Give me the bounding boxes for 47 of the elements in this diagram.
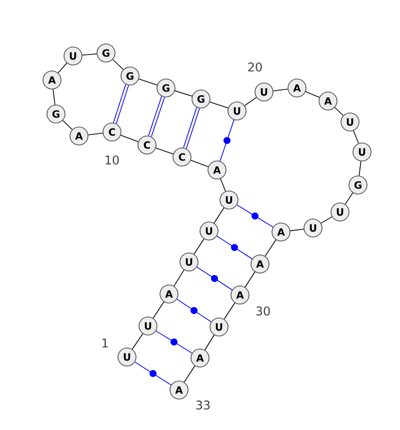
backbone-line (204, 334, 214, 350)
base-pair-line (113, 84, 129, 124)
position-number: 1 (102, 338, 108, 348)
backbone-line (112, 59, 124, 70)
backbone-line (184, 365, 196, 383)
base-pair-line (216, 236, 253, 260)
backbone-line (132, 333, 144, 350)
base-pair-line (196, 266, 233, 290)
position-number: 33 (196, 400, 210, 410)
backbone-line (244, 272, 256, 288)
backbone-line (290, 228, 304, 232)
backbone-line (174, 270, 184, 286)
backbone-line (58, 62, 68, 74)
backbone-line (272, 88, 288, 92)
backbone-line (190, 160, 209, 168)
backbone-line (152, 301, 164, 319)
backbone-line (264, 239, 276, 257)
backbone-line (344, 192, 354, 205)
backbone-line (334, 107, 344, 116)
base-pair-line (236, 204, 274, 228)
backbone-line (210, 102, 228, 108)
position-number: 20 (248, 62, 262, 72)
backbone-line (194, 238, 204, 254)
backbone-line (305, 91, 320, 98)
backbone-line (214, 208, 224, 224)
backbone-line (156, 148, 174, 154)
backbone-line (62, 120, 73, 130)
backbone-line (88, 132, 104, 136)
backbone-line (224, 302, 236, 320)
backbone-line (244, 97, 257, 106)
base-pair-line (156, 330, 192, 354)
backbone-line (138, 78, 158, 86)
base-pair-line (183, 107, 200, 149)
position-number: 30 (256, 306, 270, 316)
base-pair-line (176, 298, 212, 322)
backbone-line (120, 134, 139, 142)
backbone-line (82, 53, 98, 56)
base-pair-line (220, 120, 234, 162)
backbone-line (358, 160, 362, 176)
base-pair-line (148, 96, 165, 137)
backbone-line (52, 88, 56, 106)
backbone-line (320, 216, 332, 224)
backbone-line (174, 90, 192, 97)
backbone-line (220, 178, 226, 192)
position-number: 10 (106, 155, 119, 165)
backbone-line (353, 130, 359, 144)
base-pair-line (134, 362, 172, 386)
